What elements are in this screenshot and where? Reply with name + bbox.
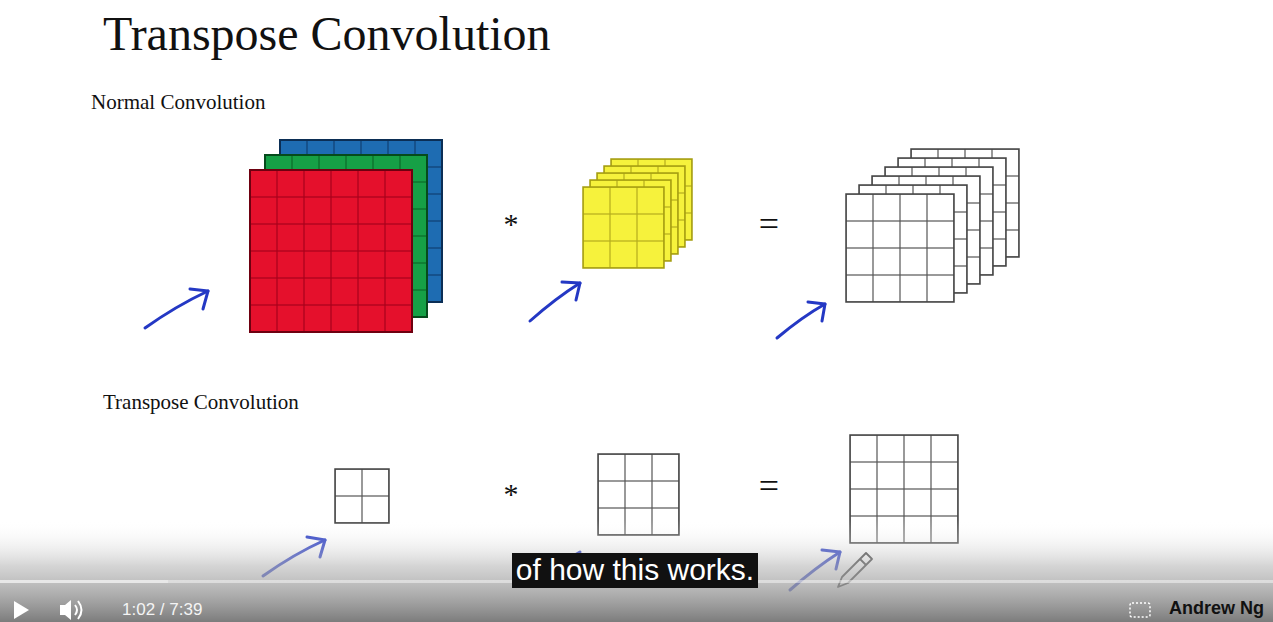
video-subtitle: of how this works. (512, 553, 758, 588)
video-controls (0, 520, 1273, 622)
output-volume (846, 149, 1019, 302)
section-heading: Transpose Convolution (103, 390, 299, 414)
section-heading: Normal Convolution (91, 90, 265, 114)
input-volume (250, 140, 442, 332)
slide-title: Transpose Convolution (103, 6, 551, 61)
operator-symbol: = (759, 466, 779, 507)
filter-cube (583, 159, 692, 268)
video-time: 1:02 / 7:39 (122, 600, 202, 620)
operator-symbol: * (504, 207, 519, 242)
operator-symbol: * (504, 477, 519, 512)
lecturer-credit: Andrew Ng (1169, 598, 1264, 619)
operator-symbol: = (759, 204, 779, 245)
